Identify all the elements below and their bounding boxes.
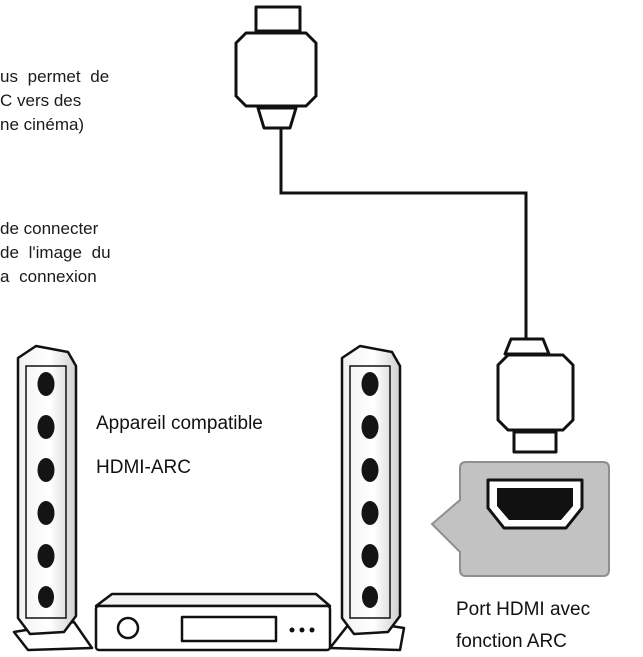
speaker-icon — [12, 344, 94, 652]
hdmi-plug-icon — [496, 337, 575, 454]
text-block-2-line-1: de connecter — [0, 219, 99, 238]
text-block-1-line-2: C vers des — [0, 91, 82, 110]
hdmi-port-icon — [430, 461, 610, 577]
av-receiver-icon — [94, 592, 332, 652]
text-block-1-line-1: us permet de — [0, 67, 110, 86]
hdmi-cable-icon — [279, 128, 528, 340]
port-label-line-2: fonction ARC — [456, 631, 567, 652]
speaker-icon — [328, 344, 406, 652]
device-label-line-2: HDMI-ARC — [96, 457, 191, 478]
port-label-line-1: Port HDMI avec — [456, 599, 591, 620]
text-block-2-line-3: a connexion — [0, 267, 97, 286]
text-block-2-line-2: de l'image du — [0, 243, 111, 262]
device-label-line-1: Appareil compatible — [96, 413, 263, 434]
hdmi-plug-icon — [234, 5, 318, 130]
text-block-1-line-3: ne cinéma) — [0, 115, 85, 134]
